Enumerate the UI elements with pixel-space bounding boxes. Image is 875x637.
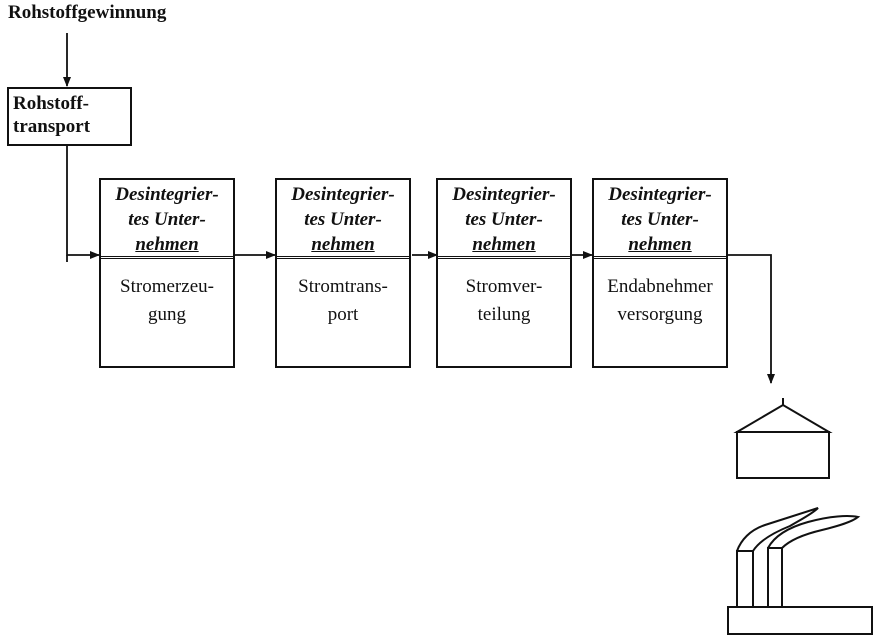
- stage-body: Stromver- teilung: [438, 259, 570, 329]
- source-label: Rohstoffgewinnung: [8, 2, 167, 23]
- stage-header-line: nehmen: [135, 234, 199, 255]
- stage-body-line: versorgung: [617, 304, 703, 325]
- stage-header-line: tes Unter-: [128, 209, 206, 230]
- stage-box-generation: Desintegrier- tes Unter- nehmen Stromerz…: [99, 178, 235, 368]
- house-icon: [733, 398, 833, 479]
- stage-header-line: nehmen: [311, 234, 375, 255]
- stage-header-line: nehmen: [628, 234, 692, 255]
- stage-header: Desintegrier- tes Unter- nehmen: [101, 180, 233, 259]
- stage-box-transmission: Desintegrier- tes Unter- nehmen Stromtra…: [275, 178, 411, 368]
- stage-body-line: Stromver-: [465, 276, 543, 297]
- stage-header-line: tes Unter-: [465, 209, 543, 230]
- stage-header-line: Desintegrier-: [115, 184, 219, 205]
- stage-box-distribution: Desintegrier- tes Unter- nehmen Stromver…: [436, 178, 572, 368]
- stage-header-line: Desintegrier-: [452, 184, 556, 205]
- stage-header-line: tes Unter-: [304, 209, 382, 230]
- stage-body-line: Endabnehmer: [607, 276, 713, 297]
- raw-transport-line1: Rohstoff-: [13, 93, 89, 114]
- stage-header-line: nehmen: [472, 234, 536, 255]
- stage-body: Endabnehmer versorgung: [594, 259, 726, 329]
- raw-transport-box: Rohstoff- transport: [7, 87, 132, 146]
- stage-body-line: Stromtrans-: [298, 276, 388, 297]
- arrow-transport-to-stage1: [66, 146, 100, 259]
- stage-header: Desintegrier- tes Unter- nehmen: [438, 180, 570, 259]
- stage-body-line: teilung: [477, 304, 531, 325]
- stage-body-line: gung: [148, 304, 186, 325]
- stage-body: Stromerzeu- gung: [101, 259, 233, 329]
- stage-body-line: port: [327, 304, 359, 325]
- stage-header: Desintegrier- tes Unter- nehmen: [277, 180, 409, 259]
- raw-transport-line2: transport: [13, 116, 91, 137]
- stage-header: Desintegrier- tes Unter- nehmen: [594, 180, 726, 259]
- stage-header-line: Desintegrier-: [291, 184, 395, 205]
- stage-header-line: Desintegrier-: [608, 184, 712, 205]
- factory-icon: [727, 507, 873, 635]
- stage-body: Stromtrans- port: [277, 259, 409, 329]
- stage-box-retail: Desintegrier- tes Unter- nehmen Endabneh…: [592, 178, 728, 368]
- arrow-stage4-to-consumers: [728, 254, 775, 384]
- stage-header-line: tes Unter-: [621, 209, 699, 230]
- stage-body-line: Stromerzeu-: [120, 276, 214, 297]
